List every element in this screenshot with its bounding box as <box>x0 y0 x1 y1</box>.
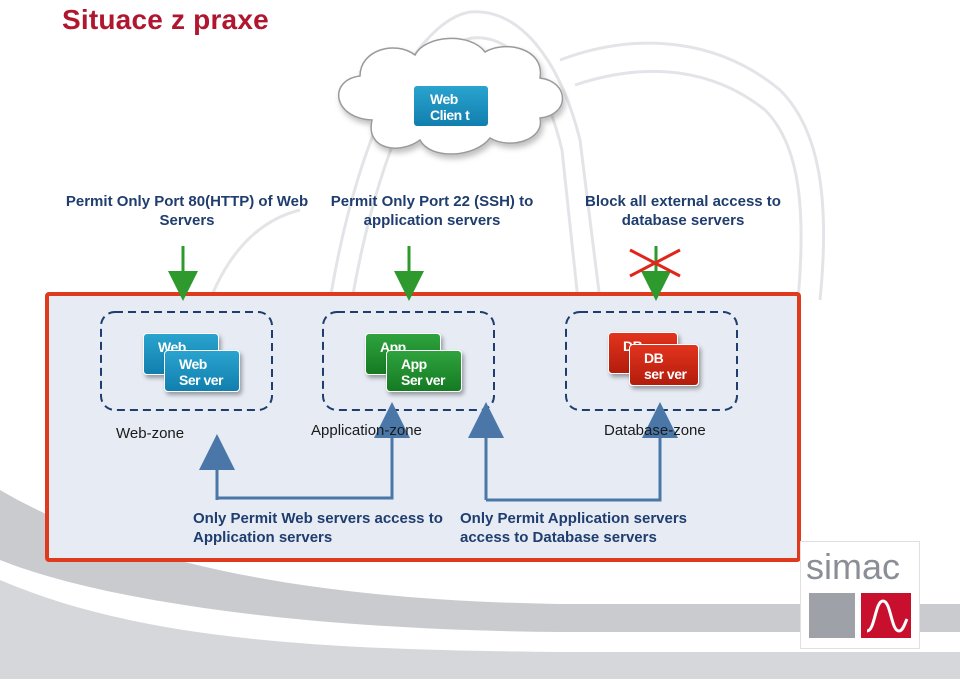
app-server-label-line1: App <box>401 356 427 372</box>
wave-icon <box>866 599 909 633</box>
block-x-mark <box>629 248 681 278</box>
app-server-label-line2: Ser ver <box>401 372 445 388</box>
note-app-to-db: Only Permit Application servers access t… <box>460 510 688 546</box>
web-client-label-line2: Clien t <box>430 107 470 123</box>
rule-label-app: Permit Only Port 22 (SSH) to application… <box>330 193 534 229</box>
rule-label-web: Permit Only Port 80(HTTP) of Web Servers <box>65 193 309 229</box>
app-server-front: App Ser ver <box>386 350 462 392</box>
web-server-label-line1: Web <box>179 356 207 372</box>
slide-title: Situace z praxe <box>62 4 269 35</box>
note-web-to-app: Only Permit Web servers access to Applic… <box>193 510 443 546</box>
simac-logo-red-square <box>861 593 911 638</box>
zone-label-db: Database-zone <box>604 422 706 439</box>
web-zone-outline <box>100 311 273 411</box>
background-floor-graphic <box>0 490 960 679</box>
simac-logo-text: simac <box>806 546 901 587</box>
web-server-label-line2: Ser ver <box>179 372 223 388</box>
zone-label-web: Web-zone <box>116 425 185 442</box>
flow-arrow-app-to-db-line <box>486 402 678 502</box>
db-server-label-line1: DB <box>644 350 664 366</box>
db-server-front: DB ser ver <box>629 344 699 386</box>
simac-logo-gray-square <box>809 593 855 638</box>
rule-label-db: Block all external access to database se… <box>585 193 781 229</box>
web-server-front: Web Ser ver <box>164 350 240 392</box>
web-client-box: Web Clien t <box>413 85 489 127</box>
zone-label-app: Application-zone <box>311 422 422 439</box>
web-client-label-line1: Web <box>430 91 458 107</box>
db-server-label-line2: ser ver <box>644 366 687 382</box>
